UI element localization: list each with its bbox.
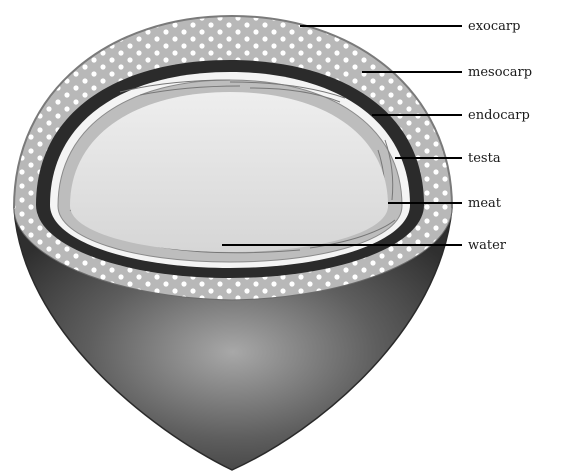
mesocarp-label: mesocarp xyxy=(468,65,532,80)
water-label: water xyxy=(468,238,507,253)
endocarp-label: endocarp xyxy=(468,108,530,123)
exocarp-label: exocarp xyxy=(468,19,520,34)
meat-label: meat xyxy=(468,196,502,211)
testa-label: testa xyxy=(468,151,501,166)
